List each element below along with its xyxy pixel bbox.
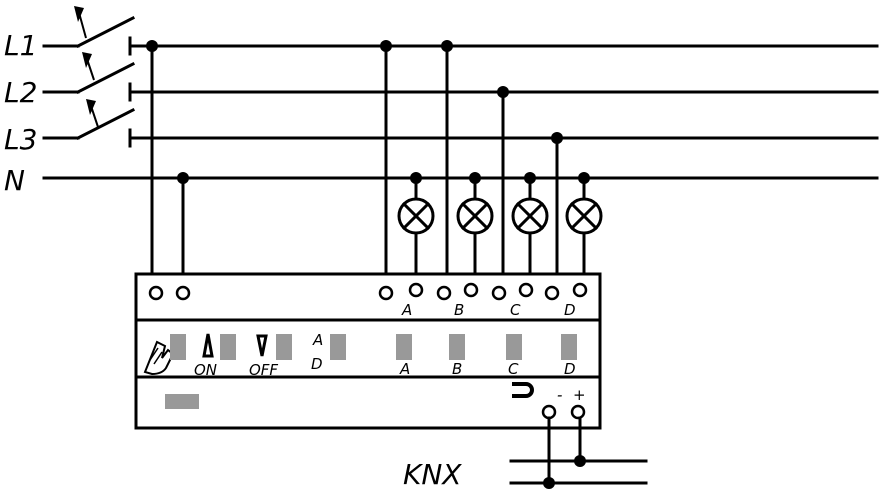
three-pole-switch [42, 6, 136, 148]
terminal-c-out [518, 282, 534, 298]
led-label-c: C [508, 360, 519, 378]
output-label-c: C [510, 301, 521, 319]
up-arrow-icon [202, 333, 214, 358]
minus-label: - [557, 386, 562, 404]
terminal-l [148, 285, 164, 301]
magnet-icon [512, 382, 534, 398]
lamp-a [397, 172, 435, 286]
output-label-d: D [564, 301, 576, 319]
off-label: OFF [249, 361, 278, 379]
down-arrow-icon [256, 334, 268, 357]
channel-led-a[interactable] [396, 334, 412, 360]
label-l1: L1 [4, 29, 37, 62]
ad-label-bottom: D [311, 355, 323, 373]
knx-label: KNX [403, 458, 462, 491]
led-label-a: A [399, 360, 410, 378]
channel-led-c[interactable] [506, 334, 522, 360]
terminal-a-out [408, 282, 424, 298]
manual-hand-icon [143, 340, 175, 376]
label-n: N [4, 164, 25, 197]
ad-label-top: A [312, 331, 323, 349]
lamp-c [511, 172, 549, 286]
output-label-b: B [454, 301, 464, 319]
lamp-d [565, 172, 603, 286]
terminal-d-in [544, 285, 560, 301]
led-label-b: B [452, 360, 462, 378]
manual-led [170, 334, 186, 360]
switch-actuator-module: A B C D ON OFF A D A B C D [134, 272, 602, 430]
channel-led-b[interactable] [449, 334, 465, 360]
terminal-n [175, 285, 191, 301]
on-button[interactable] [220, 334, 236, 360]
output-label-a: A [401, 301, 412, 319]
label-l3: L3 [4, 123, 37, 156]
channel-led-d[interactable] [561, 334, 577, 360]
programming-led [165, 394, 199, 409]
off-button[interactable] [276, 334, 292, 360]
label-l2: L2 [4, 76, 37, 109]
lamp-b [456, 172, 494, 286]
led-label-d: D [564, 360, 576, 378]
bus-terminal-plus [570, 404, 586, 420]
terminal-a-in [378, 285, 394, 301]
bus-terminal-minus [541, 404, 557, 420]
terminal-c-in [491, 285, 507, 301]
terminal-b-in [436, 285, 452, 301]
terminal-b-out [463, 282, 479, 298]
ad-select-button[interactable] [330, 334, 346, 360]
on-label: ON [194, 361, 217, 379]
plus-label: + [573, 386, 586, 404]
terminal-d-out [572, 282, 588, 298]
